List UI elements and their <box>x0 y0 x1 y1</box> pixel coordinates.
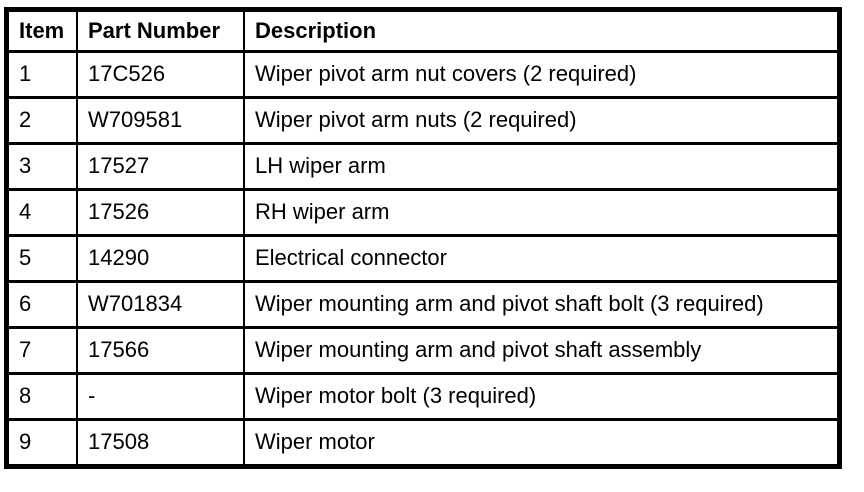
cell-item: 8 <box>5 372 78 421</box>
parts-table-header: Item Part Number Description <box>5 8 841 53</box>
cell-part-number: W709581 <box>76 96 245 145</box>
parts-table-body: 1 17C526 Wiper pivot arm nut covers (2 r… <box>5 50 841 468</box>
table-row: 2 W709581 Wiper pivot arm nuts (2 requir… <box>5 96 841 145</box>
parts-table: Item Part Number Description 1 17C526 Wi… <box>4 7 842 469</box>
column-header-part-number: Part Number <box>76 8 245 53</box>
cell-item: 3 <box>5 142 78 191</box>
cell-item: 7 <box>5 326 78 375</box>
table-row: 3 17527 LH wiper arm <box>5 142 841 191</box>
table-row: 9 17508 Wiper motor <box>5 418 841 468</box>
table-row: 6 W701834 Wiper mounting arm and pivot s… <box>5 280 841 329</box>
cell-part-number: 17566 <box>76 326 245 375</box>
cell-item: 4 <box>5 188 78 237</box>
cell-item: 5 <box>5 234 78 283</box>
cell-description: Wiper motor <box>243 418 841 468</box>
cell-item: 6 <box>5 280 78 329</box>
cell-item: 2 <box>5 96 78 145</box>
column-header-description: Description <box>243 8 841 53</box>
cell-description: Wiper mounting arm and pivot shaft assem… <box>243 326 841 375</box>
cell-description: Wiper pivot arm nut covers (2 required) <box>243 50 841 99</box>
table-row: 4 17526 RH wiper arm <box>5 188 841 237</box>
cell-description: Wiper motor bolt (3 required) <box>243 372 841 421</box>
cell-part-number: 17508 <box>76 418 245 468</box>
cell-item: 9 <box>5 418 78 468</box>
cell-part-number: 17526 <box>76 188 245 237</box>
cell-description: RH wiper arm <box>243 188 841 237</box>
table-row: 5 14290 Electrical connector <box>5 234 841 283</box>
table-row: 7 17566 Wiper mounting arm and pivot sha… <box>5 326 841 375</box>
cell-part-number: W701834 <box>76 280 245 329</box>
cell-description: LH wiper arm <box>243 142 841 191</box>
header-row: Item Part Number Description <box>5 8 841 53</box>
cell-part-number: - <box>76 372 245 421</box>
cell-description: Wiper pivot arm nuts (2 required) <box>243 96 841 145</box>
column-header-item: Item <box>5 8 78 53</box>
table-row: 8 - Wiper motor bolt (3 required) <box>5 372 841 421</box>
cell-description: Wiper mounting arm and pivot shaft bolt … <box>243 280 841 329</box>
table-row: 1 17C526 Wiper pivot arm nut covers (2 r… <box>5 50 841 99</box>
cell-part-number: 17527 <box>76 142 245 191</box>
cell-part-number: 17C526 <box>76 50 245 99</box>
cell-item: 1 <box>5 50 78 99</box>
cell-description: Electrical connector <box>243 234 841 283</box>
cell-part-number: 14290 <box>76 234 245 283</box>
